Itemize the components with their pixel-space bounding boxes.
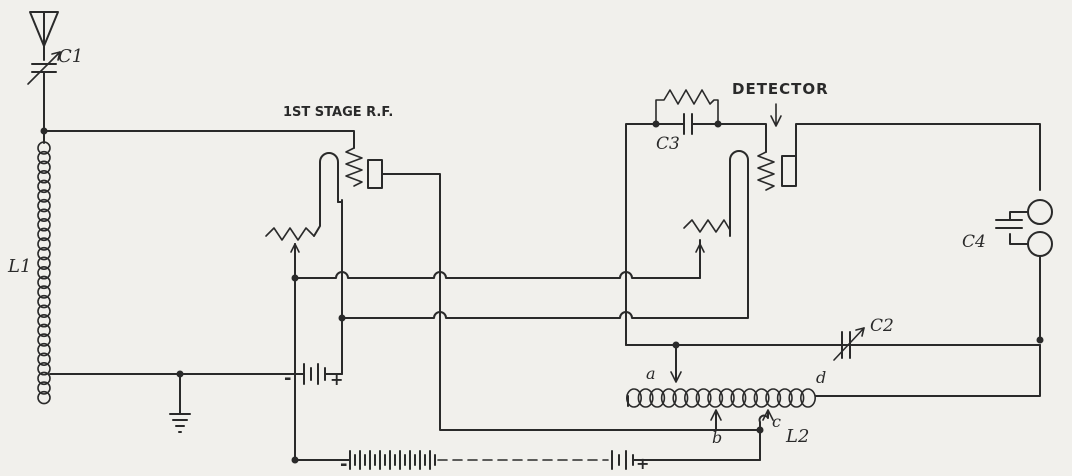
detector-label: DETECTOR	[732, 80, 829, 98]
coil-turn	[37, 275, 51, 290]
coil-turn	[37, 285, 51, 299]
detector-plate-wire	[795, 123, 1041, 191]
coil-turn	[37, 198, 51, 213]
coil-l2	[626, 388, 816, 408]
b-battery-plus-label: +	[636, 454, 650, 473]
capacitor-c3	[625, 113, 767, 346]
rheostat-1	[265, 201, 321, 279]
coil-turn	[37, 266, 51, 280]
tap-c-label: c	[772, 412, 781, 431]
coil-turn	[37, 170, 51, 184]
coil-l1	[37, 141, 51, 405]
tap-a-label: a	[646, 364, 656, 383]
c2-label: C2	[870, 316, 894, 336]
coil-turn	[37, 362, 51, 376]
coil-turn	[37, 371, 51, 386]
coil-turn	[37, 323, 51, 338]
b-battery-minus-label: -	[340, 454, 348, 475]
coil-turn	[649, 388, 666, 408]
coil-turn	[776, 388, 793, 408]
coil-turn	[788, 388, 805, 408]
capacitor-c4	[995, 219, 1023, 229]
first-stage-tube	[319, 147, 383, 203]
tap-b-label: b	[712, 428, 723, 447]
filament-bus-2	[341, 201, 749, 319]
a-battery-minus-label: -	[284, 368, 292, 389]
coil-turn	[765, 388, 782, 408]
ground-symbol	[169, 413, 191, 433]
l1-label: L1	[8, 256, 32, 277]
capacitor-c2	[833, 327, 865, 361]
coil-turn	[37, 189, 51, 203]
coil-turn	[37, 294, 51, 309]
a-battery-plus-label: +	[330, 370, 344, 389]
coil-turn	[730, 388, 747, 408]
coil-turn	[707, 388, 724, 408]
coil-turn	[37, 179, 51, 194]
grid-wire	[43, 130, 355, 149]
coil-turn	[37, 208, 51, 222]
coil-turn	[718, 388, 735, 408]
coil-turn	[660, 388, 677, 408]
c1-label: C1	[58, 46, 84, 67]
coil-turn	[37, 304, 51, 318]
plate-wire	[381, 173, 761, 431]
coil-turn	[37, 246, 51, 261]
coil-turn	[37, 227, 51, 242]
coil-turn	[695, 388, 712, 408]
headphones	[1009, 199, 1053, 341]
coil-turn	[626, 388, 642, 408]
antenna-symbol	[29, 11, 59, 61]
coil-turn	[37, 256, 51, 270]
c4-label: C4	[962, 232, 986, 252]
l2-label: L2	[786, 426, 810, 447]
coil-turn	[37, 314, 51, 328]
coil-turn	[37, 333, 51, 347]
coil-turn	[684, 388, 700, 408]
coil-turn	[37, 237, 51, 251]
filament-bus-1	[294, 239, 701, 279]
coil-turn	[37, 150, 51, 165]
capacitor-c1	[27, 51, 61, 132]
first-stage-label: 1ST STAGE R.F.	[283, 105, 394, 120]
coil-turn	[672, 388, 689, 408]
coil-l2-d-wire	[815, 344, 1041, 397]
coil-turn	[753, 388, 770, 408]
a-battery	[285, 363, 343, 385]
tap-c-wire	[758, 411, 769, 431]
c3-label: C3	[656, 134, 680, 154]
coil-turn	[637, 388, 654, 408]
b-minus-wire	[294, 243, 339, 461]
coil-turn	[37, 352, 51, 366]
rheostat-2	[683, 219, 731, 279]
b-battery	[337, 450, 761, 470]
coil-turn	[37, 342, 51, 357]
coil-turn	[37, 381, 51, 395]
coil-turn	[742, 388, 758, 408]
coil-turn	[37, 390, 51, 405]
coil-turn	[37, 218, 51, 232]
coil-turn	[37, 160, 51, 174]
tap-d-label: d	[816, 368, 827, 387]
coil-turn	[800, 388, 816, 408]
grid-leak-resistor	[655, 89, 719, 125]
